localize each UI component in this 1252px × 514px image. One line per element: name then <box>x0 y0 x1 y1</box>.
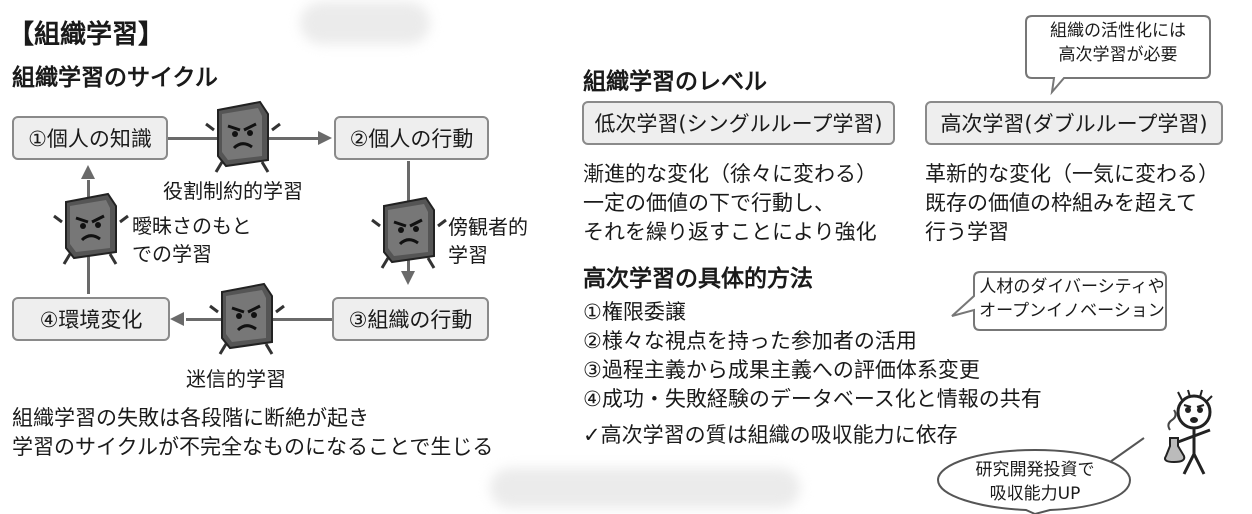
edge-label-superstitious: 迷信的学習 <box>186 367 286 391</box>
wall-face-icon <box>371 196 447 269</box>
speech-callout <box>1025 15 1211 96</box>
page-title: 【組織学習】 <box>8 20 165 50</box>
bubble-rd-investment-line2: 吸収能力UP <box>989 484 1081 504</box>
callout-activation-line2: 高次学習が必要 <box>1058 45 1178 65</box>
speech-callout <box>951 271 1167 331</box>
edge-label-ambiguity-2: での学習 <box>132 242 212 266</box>
low-level-desc-3: それを繰り返すことにより強化 <box>583 220 877 244</box>
cycle-node-organization-action: ③組織の行動 <box>332 297 489 341</box>
arrow-left-icon <box>170 312 184 326</box>
high-level-learning-box: 高次学習(ダブルループ学習) <box>925 101 1223 145</box>
callout-activation-line1: 組織の活性化には <box>1050 21 1186 41</box>
arrow-up-icon <box>81 165 95 179</box>
edge-label-role-constrained: 役割制約的学習 <box>163 179 303 203</box>
callout-diversity-line1: 人材のダイバーシティや <box>979 277 1165 297</box>
methods-heading: 高次学習の具体的方法 <box>583 266 813 292</box>
levels-heading: 組織学習のレベル <box>583 69 767 95</box>
method-item: ①権限委譲 <box>583 300 686 324</box>
edge-label-bystander-1: 傍観者的 <box>448 215 528 239</box>
high-level-desc-1: 革新的な変化（一気に変わる） <box>925 162 1219 186</box>
cycle-node-individual-action: ②個人の行動 <box>334 116 489 160</box>
high-level-desc-2: 既存の価値の枠組みを超えて <box>925 191 1197 215</box>
speech-bubble <box>936 437 1145 514</box>
edge-label-ambiguity-1: 曖昧さのもと <box>132 214 252 238</box>
cycle-conclusion-line1: 組織学習の失敗は各段階に断絶が起き <box>12 406 369 430</box>
method-item: ②様々な視点を持った参加者の活用 <box>583 329 917 353</box>
low-level-desc-2: 一定の価値の下で行動し、 <box>583 191 835 215</box>
arrow-right-icon <box>318 131 332 145</box>
arrow-down-icon <box>401 271 415 285</box>
absorptive-capacity-note: ✓高次学習の質は組織の吸収能力に依存 <box>583 423 958 447</box>
method-item: ④成功・失敗経験のデータベース化と情報の共有 <box>583 387 1042 411</box>
low-level-learning-box: 低次学習(シングルループ学習) <box>582 101 895 145</box>
wall-face-icon <box>53 192 129 265</box>
callout-diversity-line2: オープンイノベーション <box>979 301 1165 321</box>
low-level-desc-1: 漸進的な変化（徐々に変わる） <box>583 162 877 186</box>
scientist-icon <box>1164 389 1213 475</box>
bubble-rd-investment-line1: 研究開発投資で <box>975 460 1095 480</box>
cycle-node-environment-change: ④環境変化 <box>12 297 170 341</box>
high-level-desc-3: 行う学習 <box>925 220 1009 244</box>
cycle-heading: 組織学習のサイクル <box>12 65 218 91</box>
wall-face-icon <box>205 100 281 173</box>
cycle-node-individual-knowledge: ①個人の知識 <box>12 116 168 160</box>
cycle-conclusion-line2: 学習のサイクルが不完全なものになることで生じる <box>12 435 494 459</box>
edge-label-bystander-2: 学習 <box>448 243 488 267</box>
method-item: ③過程主義から成果主義への評価体系変更 <box>583 358 980 382</box>
wall-face-icon <box>209 282 285 355</box>
